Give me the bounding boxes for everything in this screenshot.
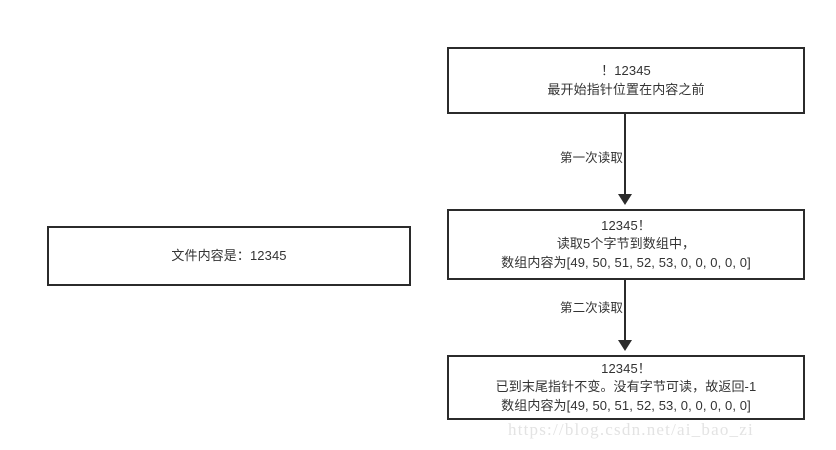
connector-first-to-second-read [624,280,626,340]
node-initial-pointer: ！12345 最开始指针位置在内容之前 [447,47,805,114]
node-initial-pointer-line-2: 最开始指针位置在内容之前 [547,81,705,97]
node-first-read-line-2: 读取5个字节到数组中， [556,236,696,252]
edge-label-second-read: 第二次读取 [559,301,623,315]
node-first-read-result: 12345！ 读取5个字节到数组中， 数组内容为[49, 50, 51, 52,… [447,209,805,280]
node-second-read-result: 12345！ 已到末尾指针不变。没有字节可读，故返回-1 数组内容为[49, 5… [447,355,805,420]
node-first-read-line-3: 数组内容为[49, 50, 51, 52, 53, 0, 0, 0, 0, 0] [501,254,751,270]
node-initial-pointer-line-1: ！12345 [601,63,651,79]
arrowhead-down-icon-2 [618,340,632,351]
node-file-content-line-1: 文件内容是：12345 [171,247,287,263]
watermark-url: https://blog.csdn.net/ai_bao_zi [508,420,754,439]
node-second-read-line-2: 已到末尾指针不变。没有字节可读，故返回-1 [495,379,757,395]
connector-start-to-first-read [624,114,626,194]
arrowhead-down-icon-1 [618,194,632,205]
node-file-content: 文件内容是：12345 [47,226,411,286]
node-second-read-line-1: 12345！ [601,360,651,376]
node-first-read-line-1: 12345！ [601,217,651,233]
edge-label-first-read: 第一次读取 [559,151,623,165]
node-second-read-line-3: 数组内容为[49, 50, 51, 52, 53, 0, 0, 0, 0, 0] [501,397,751,413]
